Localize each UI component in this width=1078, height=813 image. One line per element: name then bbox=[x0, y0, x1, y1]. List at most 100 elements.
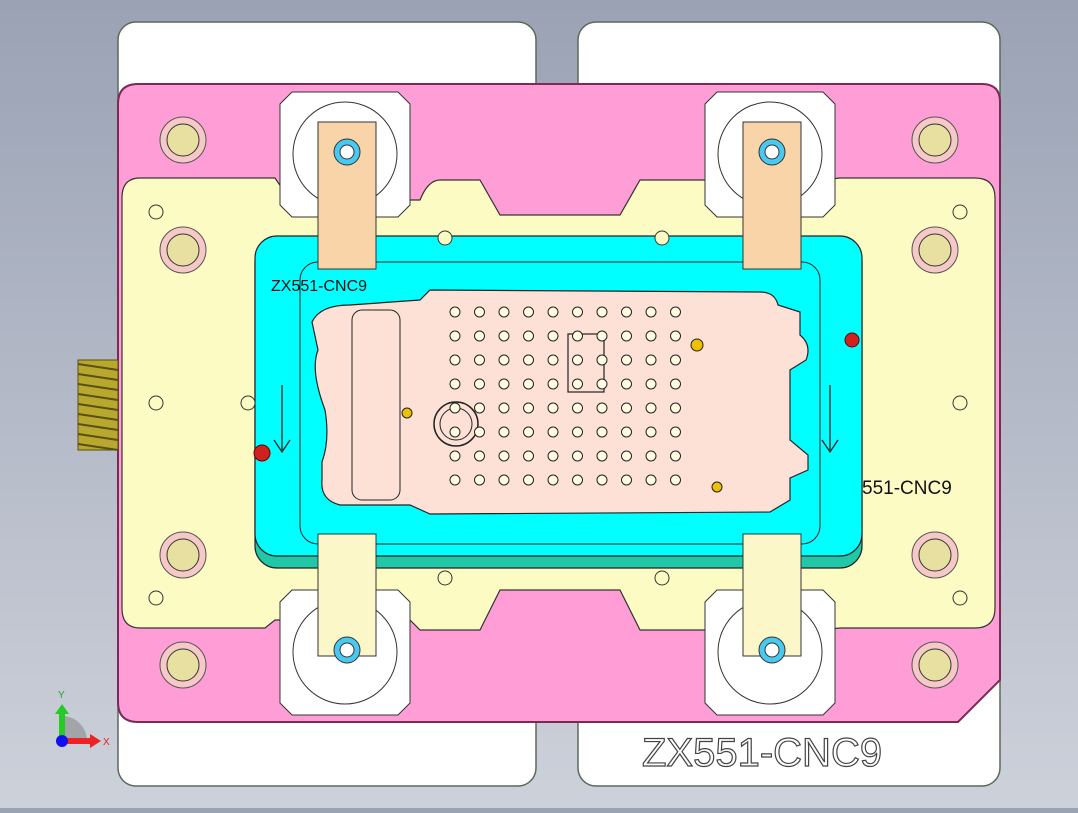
workpiece-hole bbox=[498, 450, 510, 462]
dowel-hole bbox=[148, 395, 164, 411]
workpiece-hole bbox=[670, 426, 681, 438]
workpiece-hole bbox=[621, 402, 632, 414]
dowel-hole bbox=[952, 204, 968, 220]
clamp bbox=[279, 533, 411, 716]
workpiece-hole bbox=[670, 378, 681, 390]
cyan-inner-pocket bbox=[299, 261, 821, 545]
workpiece-hole bbox=[474, 402, 485, 414]
workpiece-hole bbox=[572, 474, 583, 486]
workpiece-hole bbox=[547, 306, 559, 318]
workpiece-hole bbox=[596, 450, 608, 462]
workpiece-hole bbox=[498, 330, 510, 342]
workpiece-hole bbox=[474, 474, 485, 486]
workpiece-hole bbox=[474, 354, 485, 366]
workpiece-hole bbox=[547, 330, 559, 342]
bolt-icon bbox=[166, 233, 200, 267]
plate-engraving: ZX551-CNC9 bbox=[642, 731, 882, 775]
workpiece-hole bbox=[449, 426, 461, 438]
part-label-right: 551-CNC9 bbox=[862, 478, 952, 499]
direction-arrow-right bbox=[821, 385, 839, 454]
workpiece-hole bbox=[670, 474, 681, 486]
dowel-hole bbox=[654, 570, 670, 586]
workpiece-hole bbox=[572, 306, 583, 318]
gold-pin bbox=[690, 338, 704, 352]
clamp bbox=[279, 91, 411, 270]
workpiece-hole bbox=[523, 474, 534, 486]
direction-arrow-left bbox=[273, 385, 291, 454]
workpiece-hole bbox=[645, 330, 657, 342]
workpiece-hole bbox=[474, 306, 485, 318]
workpiece-hole bbox=[547, 378, 559, 390]
dowel-hole bbox=[654, 230, 670, 246]
workpiece-hole bbox=[621, 474, 632, 486]
workpiece-hole bbox=[670, 330, 681, 342]
workpiece-hole bbox=[621, 330, 632, 342]
workpiece-hole bbox=[523, 426, 534, 438]
dowel-hole bbox=[437, 230, 453, 246]
bolt-icon bbox=[166, 648, 200, 682]
workpiece-hole bbox=[596, 402, 608, 414]
gold-pin bbox=[401, 407, 413, 419]
workpiece-hole bbox=[596, 378, 608, 390]
workpiece-hole bbox=[474, 378, 485, 390]
workpiece-hole bbox=[498, 426, 510, 438]
workpiece-boss bbox=[433, 401, 479, 447]
workpiece-hole bbox=[670, 402, 681, 414]
workpiece-hole bbox=[474, 450, 485, 462]
workpiece-hole bbox=[621, 306, 632, 318]
workpiece-holes bbox=[449, 306, 681, 486]
workpiece-hole bbox=[670, 354, 681, 366]
workpiece-hole bbox=[547, 450, 559, 462]
workpiece-hole bbox=[645, 426, 657, 438]
workpiece-hole bbox=[523, 330, 534, 342]
spring bbox=[77, 359, 119, 451]
workpiece-hole bbox=[596, 354, 608, 366]
workpiece-hole bbox=[449, 378, 461, 390]
workpiece-hole bbox=[498, 354, 510, 366]
bolt-icon bbox=[918, 648, 952, 682]
workpiece-hole bbox=[596, 426, 608, 438]
z-axis-icon bbox=[56, 735, 68, 747]
workpiece-hole bbox=[572, 330, 583, 342]
workpiece-hole bbox=[547, 474, 559, 486]
workpiece-hole bbox=[547, 354, 559, 366]
workpiece-hole bbox=[449, 474, 461, 486]
workpiece-hole bbox=[596, 306, 608, 318]
locator-ball bbox=[844, 332, 860, 348]
bolt-icon bbox=[918, 538, 952, 572]
workpiece-hole bbox=[449, 354, 461, 366]
workpiece-hole bbox=[572, 378, 583, 390]
workpiece-hole bbox=[645, 474, 657, 486]
workpiece-hole bbox=[523, 402, 534, 414]
workpiece-hole bbox=[596, 474, 608, 486]
clamp bbox=[704, 533, 836, 716]
workpiece-hole bbox=[523, 306, 534, 318]
workpiece-hole bbox=[547, 426, 559, 438]
workpiece-hole bbox=[572, 450, 583, 462]
workpiece-hole bbox=[523, 354, 534, 366]
workpiece-hole bbox=[449, 306, 461, 318]
workpiece-hole bbox=[596, 330, 608, 342]
workpiece-hole bbox=[498, 402, 510, 414]
workpiece-hole bbox=[572, 354, 583, 366]
workpiece-hole bbox=[670, 450, 681, 462]
axis-triad: Y X bbox=[55, 690, 110, 748]
workpiece-hole bbox=[523, 450, 534, 462]
bolt-icon bbox=[166, 538, 200, 572]
workpiece-hole bbox=[621, 378, 632, 390]
dowel-hole bbox=[437, 570, 453, 586]
dowel-hole bbox=[148, 204, 164, 220]
part-label-top-left: ZX551-CNC9 bbox=[271, 278, 367, 295]
dowel-hole bbox=[952, 395, 968, 411]
workpiece-hole bbox=[645, 402, 657, 414]
bolt-icon bbox=[918, 123, 952, 157]
workpiece-hole bbox=[449, 330, 461, 342]
workpiece-hole bbox=[621, 354, 632, 366]
workpiece-hole bbox=[645, 450, 657, 462]
workpiece-hole bbox=[523, 378, 534, 390]
clamp bbox=[704, 91, 836, 270]
workpiece-hole bbox=[449, 402, 461, 414]
workpiece-hole bbox=[547, 402, 559, 414]
